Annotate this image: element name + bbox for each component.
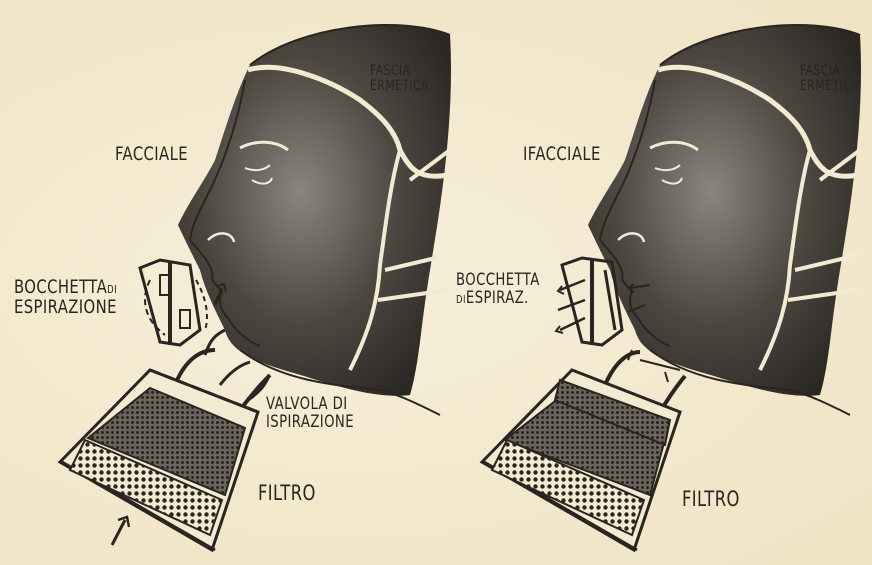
left-label-facciale: FACCIALE <box>115 145 188 165</box>
left-label-filtro: FILTRO <box>258 482 316 504</box>
left-panel-inhalation <box>60 25 451 550</box>
left-label-bocchetta-espirazione: BOCCHETTADI ESPIRAZIONE <box>14 278 117 318</box>
right-label-filtro: FILTRO <box>682 488 740 510</box>
left-exhalation-valve <box>140 260 207 345</box>
left-label-valvola-ispirazione: VALVOLA DI ISPIRAZIONE <box>266 396 354 432</box>
right-label-fascia-ermetica: FASCIA ERMETICA <box>800 64 859 93</box>
left-label-fascia-ermetica: FASCIA ERMETICA <box>370 64 429 93</box>
right-label-bocchetta-espiraz: BOCCHETTA DIESPIRAZ. <box>456 272 540 308</box>
right-label-facciale: IFACCIALE <box>523 145 601 165</box>
left-filter-canister <box>60 370 258 550</box>
right-filter-canister <box>482 370 680 550</box>
right-exhalation-valve <box>556 258 622 345</box>
